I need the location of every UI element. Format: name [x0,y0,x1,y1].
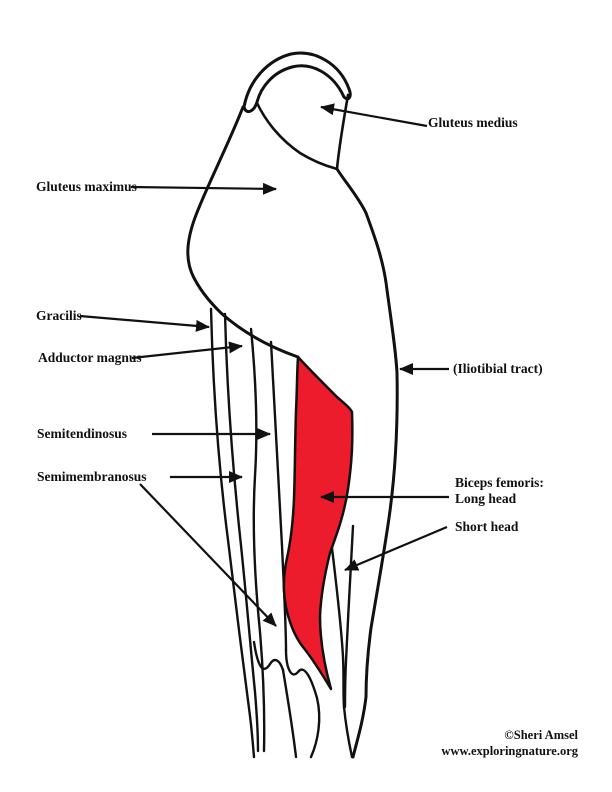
label-semitendinosus: Semitendinosus [37,426,128,441]
knee-tendon-line-1 [252,640,285,672]
credit-block: ©Sheri Amsel www.exploringnature.org [441,727,578,759]
label-biceps-femoris-long-head: Long head [455,491,517,506]
arrow-gracilis [79,314,210,332]
biceps-femoris-long-head-highlight [282,355,354,691]
knee-tendon-line-3 [281,668,298,759]
lower-leg-line [342,705,354,759]
knee-tendon-line-2 [284,648,321,759]
label-biceps-femoris: Biceps femoris: Long head [455,475,544,507]
short-head-left-line [330,546,346,709]
label-biceps-femoris-title: Biceps femoris: [455,475,544,490]
iliac-crest-outline [242,51,352,114]
hip-right-outline [335,167,368,215]
semimembranosus-line [269,340,288,652]
label-gluteus-medius: Gluteus medius [428,115,518,130]
semitendinosus-line [249,327,266,753]
label-iliotibial-tract: (Iliotibial tract) [453,361,543,376]
credit-website: www.exploringnature.org [441,744,578,758]
label-biceps-femoris-short-head: Short head [455,519,519,534]
arrow-biceps-short-head [344,525,448,572]
short-head-right-line [343,524,355,709]
gluteus-medius-left-line [255,101,339,171]
arrow-semimembranosus-lower [139,483,277,627]
arrow-gluteus-maximus [130,182,277,195]
label-gluteus-maximus: Gluteus maximus [36,179,137,194]
label-adductor-magnus: Adductor magnus [38,350,142,365]
gluteus-medius-right-line [335,93,350,171]
right-body-outline [351,211,399,759]
gracilis-line [209,307,256,759]
arrow-gluteus-medius [320,103,428,128]
left-body-outline [186,105,300,359]
adductor-magnus-line [223,312,260,753]
label-semimembranosus: Semimembranosus [37,469,147,484]
label-gracilis: Gracilis [36,308,82,323]
arrow-adductor-magnus [131,341,243,360]
credit-author: ©Sheri Amsel [504,728,578,742]
